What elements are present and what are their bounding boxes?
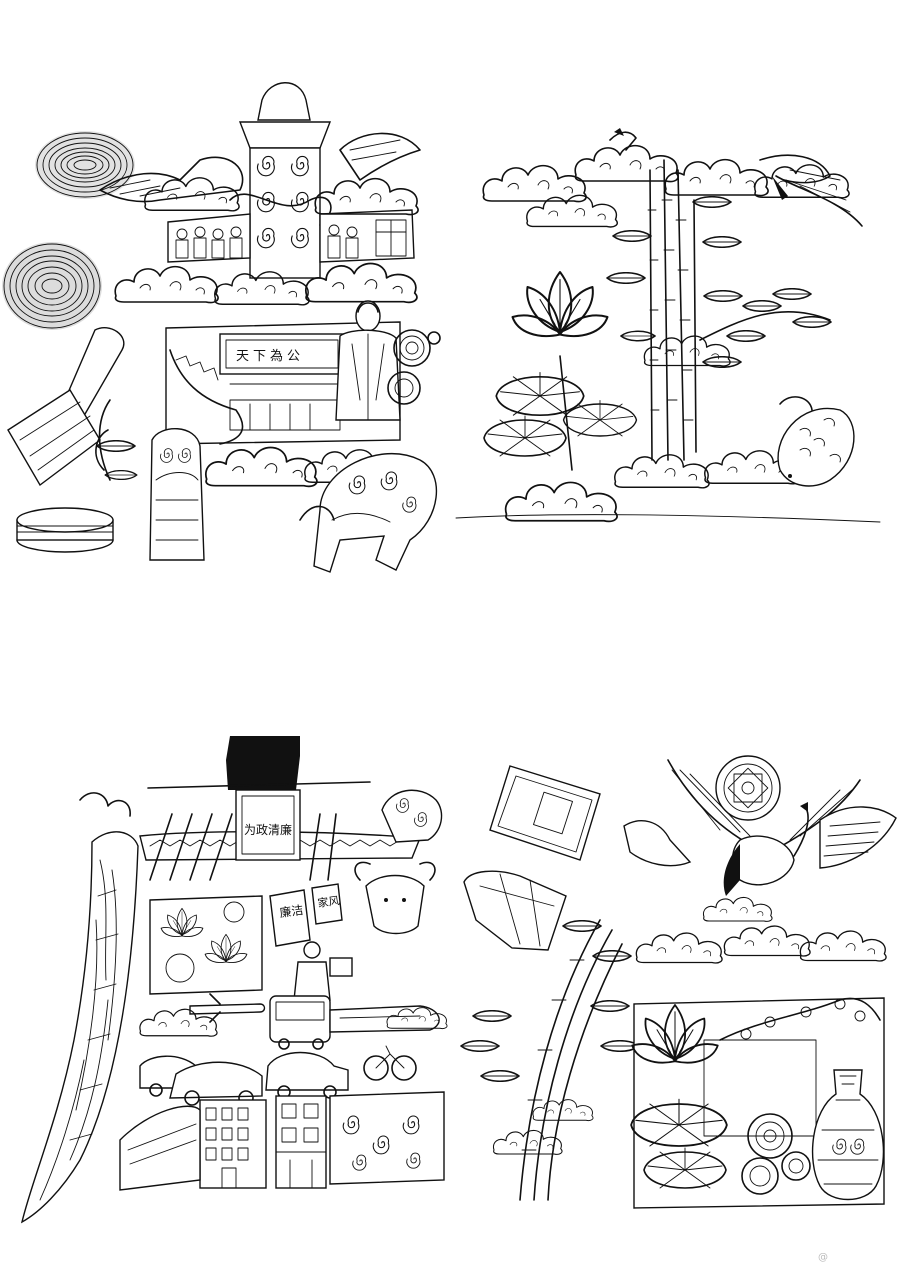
red-crowned-crane-icon — [667, 759, 861, 896]
ground-stroke — [455, 514, 881, 523]
portrait-figure — [335, 300, 401, 421]
gavel-icon — [7, 327, 138, 553]
watermark-text: @ — [818, 1252, 828, 1263]
airplane-icon — [189, 993, 266, 1023]
phoenix-icon — [759, 154, 863, 227]
side-tag-text: 家风 — [317, 893, 341, 910]
glyph-zheng-panel — [455, 128, 881, 523]
bus-icon — [269, 995, 331, 1050]
chrysanthemum-icon — [741, 1113, 811, 1195]
placard-text: 为政清廉 — [244, 822, 292, 837]
bicycle-icon — [363, 1045, 417, 1081]
glyph-jie-panel — [460, 755, 897, 1209]
fingerprint-icon — [35, 131, 135, 199]
huabiao-pillar — [229, 82, 332, 279]
ox-head-icon — [354, 861, 436, 935]
mandala-medallion-icon — [715, 755, 781, 821]
scroll-icon — [623, 806, 897, 869]
chrysanthemum-icon — [387, 329, 441, 405]
crowd-scene-right — [319, 209, 415, 263]
book-tag-text: 廉洁 — [278, 902, 304, 920]
stone-lion-icon — [149, 427, 205, 561]
plum-blossom-icon — [719, 997, 881, 1041]
sports-car-icon — [169, 1061, 263, 1106]
book-tag: 廉洁 家风 — [269, 883, 343, 947]
carp-fish-icon — [777, 396, 855, 487]
dragon-head-icon — [79, 789, 443, 843]
hanging-placard: 为政清廉 — [235, 789, 301, 861]
qilin-beast-icon — [299, 452, 438, 573]
flower-collage — [149, 895, 263, 995]
fingerprint-icon — [2, 242, 102, 330]
building-icon — [199, 1099, 267, 1189]
crane-bird-icon — [609, 128, 637, 151]
crowd-scene-left — [167, 213, 251, 263]
wave-pattern — [329, 1091, 445, 1185]
building-icon — [275, 1095, 327, 1189]
glyph-lian-panel: 为政清廉 廉洁 家风 — [20, 736, 448, 1224]
bamboo-branch-icon — [699, 288, 832, 342]
harbor-ship-icon — [119, 1105, 201, 1191]
plaque-text: 天下為公 — [236, 348, 304, 364]
porcelain-vase-icon — [811, 1069, 885, 1201]
train-icon — [329, 1005, 440, 1033]
ceremonial-poles — [149, 813, 337, 881]
bamboo-icon — [606, 159, 743, 461]
bamboo-icon — [460, 919, 640, 1201]
lotus-icon — [483, 271, 638, 471]
brush-stroke-icon — [20, 831, 139, 1224]
seal-stamp-icon — [463, 870, 567, 951]
sedan-icon — [265, 1051, 349, 1099]
glyph-qing-panel: 天下為公 — [2, 82, 441, 573]
eagle-icon — [99, 132, 421, 203]
seal-book-icon — [489, 765, 601, 861]
worker-figure-icon — [293, 941, 353, 1001]
official-hat-icon — [226, 736, 300, 790]
